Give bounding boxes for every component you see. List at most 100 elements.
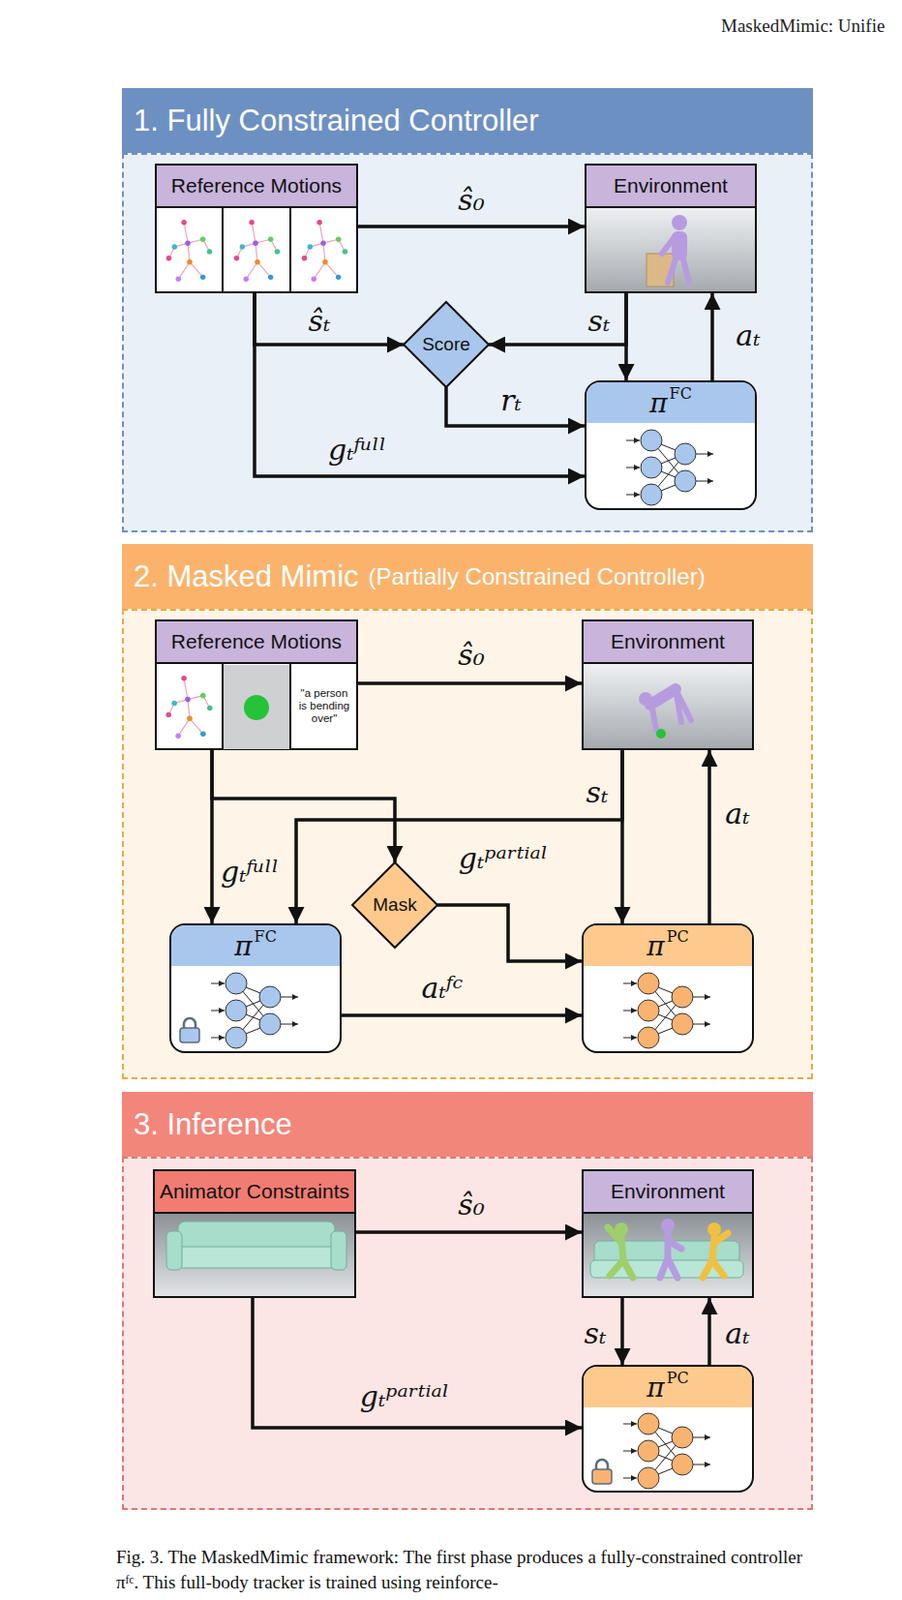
panel-title: (Partially Constrained Controller): [368, 563, 706, 591]
flow-arrow: [437, 904, 582, 962]
skeleton-thumbnail: [234, 219, 280, 282]
flow-arrow: [358, 224, 585, 229]
flow-arrow: [252, 1297, 582, 1428]
text-prompt: "a person is bending over": [290, 663, 359, 748]
floor: [583, 1213, 752, 1296]
box-header: Reference Motions: [156, 621, 357, 664]
character-head: [707, 1222, 722, 1236]
panel-title: 3. Inference: [133, 1107, 293, 1143]
chair: [646, 253, 674, 287]
reference-box: Reference Motions: [154, 163, 359, 294]
sofa-arm: [166, 1231, 182, 1270]
character-head: [671, 214, 688, 231]
character-torso: [650, 689, 676, 705]
frozen-lock-icon: [592, 1459, 612, 1484]
flow-arrow: [254, 293, 404, 345]
policy-box: πFC: [169, 923, 342, 1053]
policy-symbol: π: [646, 930, 664, 963]
sofa-arm: [330, 1231, 347, 1270]
sofa-back: [594, 1240, 740, 1264]
decision-diamond: [403, 301, 489, 388]
flow-arrow: [620, 1297, 625, 1365]
running-header: MaskedMimic: Unifie: [721, 15, 885, 37]
reference-thumbnails: [166, 208, 348, 293]
flow-arrow: [488, 293, 627, 345]
decision-diamond: [352, 862, 438, 948]
diamond-label: Mask: [352, 862, 438, 948]
environment-render: [586, 208, 755, 292]
character-body: [660, 1232, 682, 1278]
policy-symbol: π: [234, 930, 252, 963]
character-body: [607, 1227, 633, 1278]
target-ball: [656, 728, 666, 739]
policy-superscript: FC: [669, 384, 692, 403]
sofa-scene: [154, 1213, 355, 1296]
policy-box: πPC: [581, 923, 754, 1053]
panel-header: 2. Masked Mimic (Partially Constrained Co…: [121, 543, 813, 609]
environment-render: [583, 1213, 752, 1296]
character-head: [638, 691, 653, 706]
policy-superscript: FC: [254, 927, 277, 946]
box-title: Environment: [610, 1179, 725, 1203]
skeleton-thumbnail: [165, 675, 212, 739]
sofa-back: [178, 1221, 335, 1251]
environment-box: Environment: [581, 619, 754, 751]
policy-header: πFC: [586, 382, 755, 423]
thumbnail-divider: [221, 208, 224, 293]
phase-panel: 1. Fully Constrained ControllerReference…: [121, 88, 813, 533]
neural-network-icon: [623, 972, 711, 1049]
flow-arrow: [254, 293, 585, 477]
frozen-lock-icon: [180, 1018, 200, 1043]
box-title: Animator Constraints: [159, 1179, 350, 1203]
box-header: Animator Constraints: [154, 1171, 355, 1214]
policy-superscript: PC: [666, 1368, 690, 1387]
panel-title: 2. Masked Mimic: [133, 559, 360, 595]
flow-arrow: [211, 750, 395, 863]
skeleton-thumbnail: [166, 219, 212, 282]
neural-network-icon: [623, 1413, 711, 1489]
environment-render: [583, 663, 752, 749]
flow-arrow: [210, 750, 214, 924]
policy-header: πPC: [583, 1366, 752, 1408]
policy-box: πPC: [581, 1364, 754, 1493]
policy-superscript: PC: [666, 927, 690, 946]
character-torso: [671, 231, 688, 261]
thumbnail-divider: [289, 663, 292, 750]
phase-panel: 2. Masked Mimic (Partially Constrained Co…: [121, 543, 813, 1080]
flow-arrow: [707, 1297, 712, 1365]
character-limbs: [652, 689, 692, 730]
character-limbs: [661, 238, 690, 283]
policy-header: πPC: [583, 925, 752, 966]
thumbnail-divider: [289, 208, 292, 293]
sofa-seat: [174, 1246, 339, 1268]
box-header: Reference Motions: [156, 165, 357, 209]
flow-arrow: [358, 681, 582, 686]
floor: [154, 1213, 355, 1296]
floor: [586, 208, 755, 292]
policy-symbol: π: [649, 387, 667, 420]
reference-thumbnails: [165, 663, 291, 750]
policy-header: πFC: [171, 925, 340, 966]
diamond-label: Score: [403, 301, 489, 388]
thumbnail-divider: [221, 663, 224, 750]
mask-diamond: Mask: [352, 862, 438, 948]
box-title: Environment: [613, 174, 728, 198]
flow-arrow: [710, 293, 715, 381]
skeleton-thumbnail: [301, 219, 348, 282]
environment-box: Environment: [584, 163, 757, 294]
neural-network-icon: [626, 429, 714, 506]
constraints-box: Animator Constraints: [152, 1169, 357, 1298]
character-head: [661, 1218, 675, 1233]
policy-box: πFC: [584, 380, 757, 511]
panel-header: 3. Inference: [121, 1091, 813, 1157]
figure-caption: Fig. 3. The MaskedMimic framework: The f…: [116, 1544, 823, 1595]
flow-arrow: [707, 750, 712, 924]
object-thumbnail: [223, 664, 291, 750]
box-header: Environment: [586, 165, 755, 209]
box-title: Reference Motions: [171, 174, 342, 198]
flow-arrow: [446, 387, 585, 426]
flow-arrow: [624, 293, 629, 381]
panel-title: 1. Fully Constrained Controller: [133, 103, 540, 139]
target-ball: [243, 694, 270, 721]
